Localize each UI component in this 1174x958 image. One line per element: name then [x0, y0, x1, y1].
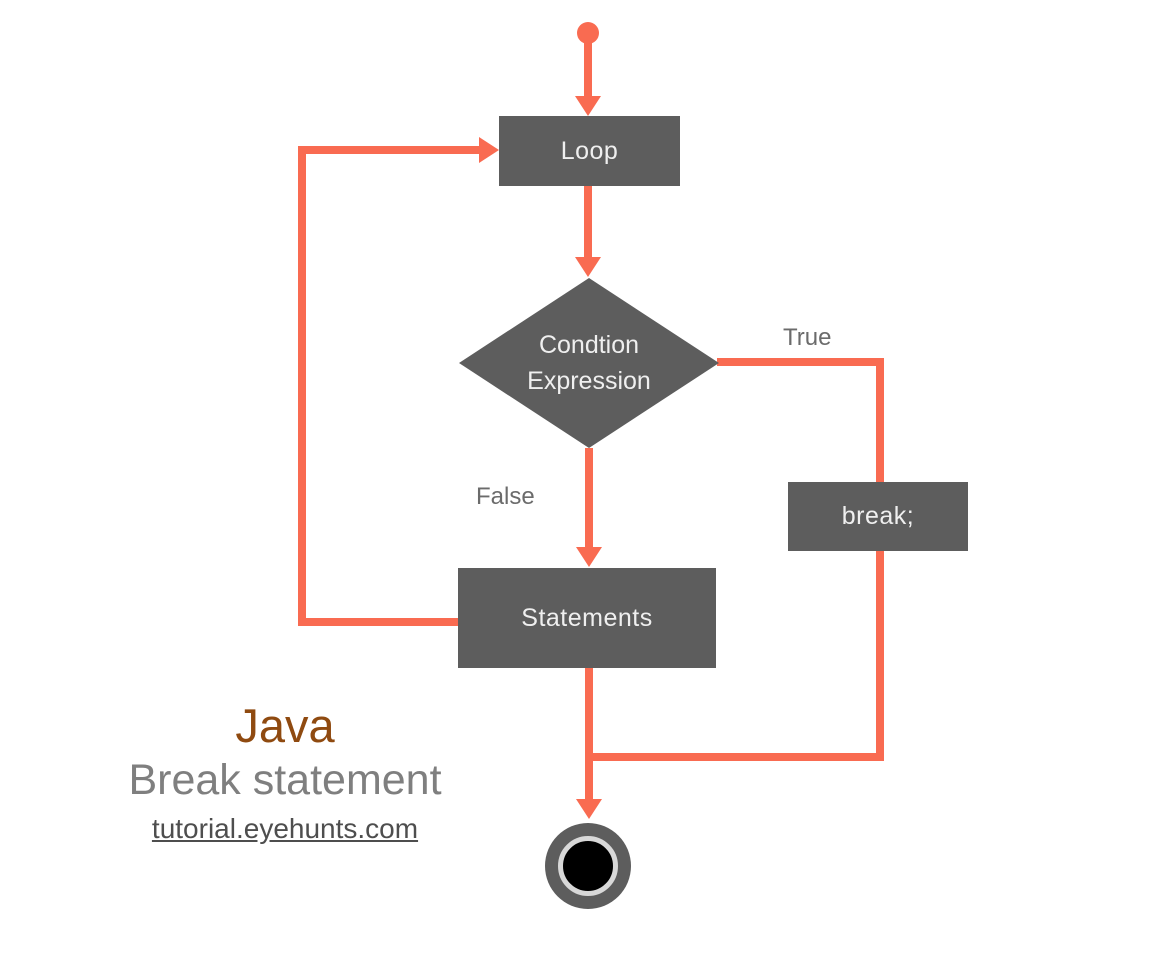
loop-node: Loop: [499, 116, 680, 186]
arrowhead-condition-to-statements: [576, 547, 602, 567]
caption-block: Java Break statement tutorial.eyehunts.c…: [95, 699, 475, 845]
connector-loop-to-condition: [584, 186, 592, 258]
connector-merge-horizontal: [588, 753, 884, 761]
end-node: [545, 823, 631, 909]
statements-node-label: Statements: [521, 603, 653, 632]
break-node-label: break;: [841, 502, 915, 530]
arrowhead-loop-to-condition: [575, 257, 601, 277]
condition-node: Condtion Expression: [459, 278, 719, 448]
loop-node-label: Loop: [560, 136, 619, 165]
connector-loopback-bottom: [298, 618, 458, 626]
connector-loopback-top: [298, 146, 480, 154]
end-node-core: [558, 836, 618, 896]
caption-site-link[interactable]: tutorial.eyehunts.com: [151, 812, 419, 844]
condition-node-label: Condtion Expression: [527, 330, 651, 395]
false-branch-label: False: [476, 483, 535, 510]
connector-start-to-loop: [584, 36, 592, 98]
arrowhead-start-to-loop: [575, 96, 601, 116]
start-node: [577, 22, 599, 44]
caption-language: Java: [235, 699, 335, 752]
arrowhead-loopback-to-loop: [479, 137, 499, 163]
statements-node: Statements: [458, 568, 716, 668]
connector-condition-to-statements: [585, 448, 593, 548]
arrowhead-statements-to-end: [576, 799, 602, 819]
connector-statements-to-end: [585, 668, 593, 800]
caption-subtitle: Break statement: [128, 755, 442, 804]
connector-true-horizontal: [717, 358, 884, 366]
break-node: break;: [788, 482, 968, 551]
connector-true-vertical: [876, 358, 884, 761]
true-branch-label: True: [783, 324, 832, 351]
connector-loopback-vertical: [298, 146, 306, 626]
